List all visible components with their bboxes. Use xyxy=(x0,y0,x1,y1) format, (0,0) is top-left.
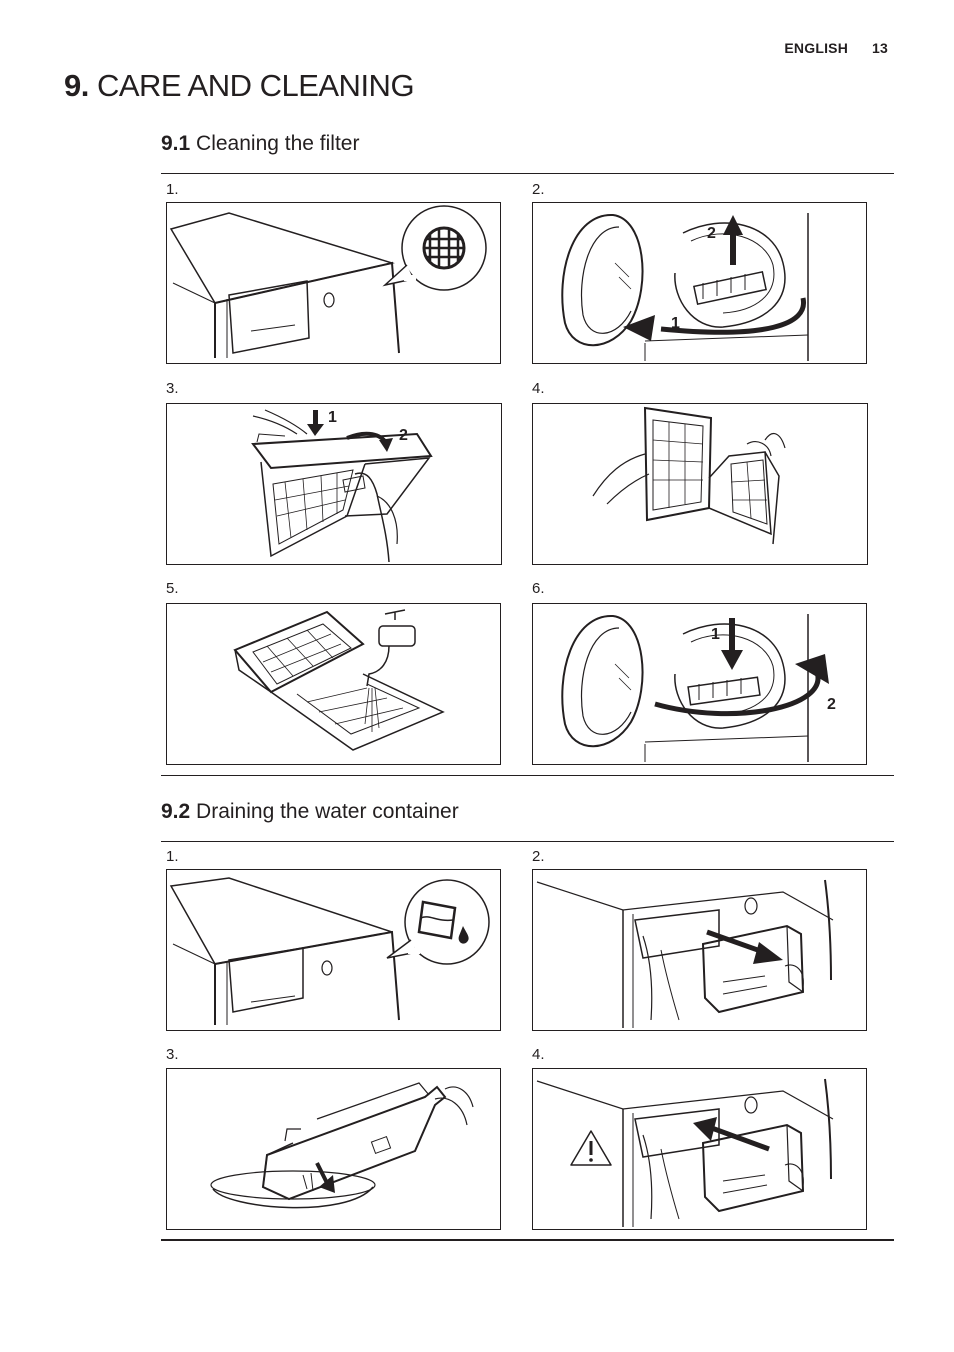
section-number: 9.2 xyxy=(161,800,191,823)
section-number: 9.1 xyxy=(161,132,191,155)
illustration-reinsert-container xyxy=(532,1068,867,1230)
water-container-icon xyxy=(386,879,490,965)
chapter-title: 9. CARE AND CLEANING xyxy=(64,68,415,104)
step-label: 1. xyxy=(166,181,179,198)
section-rule xyxy=(161,841,894,842)
page-header: ENGLISH 13 xyxy=(760,40,888,56)
step-label: 2. xyxy=(532,848,545,865)
step-label: 3. xyxy=(166,1046,179,1063)
callout-number: 1 xyxy=(711,626,720,643)
header-language: ENGLISH xyxy=(784,40,849,56)
section-title-text: Draining the water container xyxy=(196,800,459,823)
illustration-open-filter: 1 2 xyxy=(166,403,502,565)
callout-number: 2 xyxy=(827,696,836,713)
section-rule xyxy=(161,173,894,174)
illustration-clean-filter-hand xyxy=(532,403,868,565)
illustration-dryer-filter-indicator xyxy=(166,202,501,364)
callout-number: 2 xyxy=(707,225,716,242)
step-label: 6. xyxy=(532,580,545,597)
illustration-pull-container xyxy=(532,869,867,1031)
step-label: 1. xyxy=(166,848,179,865)
illustration-reinsert-filter: 1 2 xyxy=(532,603,867,765)
filter-grid-icon xyxy=(382,205,487,291)
step-label: 2. xyxy=(532,181,545,198)
step-label: 4. xyxy=(532,380,545,397)
callout-number: 2 xyxy=(399,427,408,444)
section-title-cleaning-filter: 9.1 Cleaning the filter xyxy=(161,132,359,156)
section-rule xyxy=(161,775,894,776)
illustration-remove-filter: 2 1 xyxy=(532,202,867,364)
illustration-empty-container xyxy=(166,1068,501,1230)
illustration-rinse-filter xyxy=(166,603,501,765)
header-page-number: 13 xyxy=(872,40,888,56)
illustration-dryer-water-indicator xyxy=(166,869,501,1031)
section-title-text: Cleaning the filter xyxy=(196,132,360,155)
step-label: 3. xyxy=(166,380,179,397)
section-rule-end xyxy=(161,1239,894,1241)
warning-icon xyxy=(570,1130,612,1166)
step-label: 4. xyxy=(532,1046,545,1063)
callout-number: 1 xyxy=(671,315,680,332)
chapter-number: 9. xyxy=(64,68,89,103)
chapter-title-text: CARE AND CLEANING xyxy=(96,68,415,103)
section-title-draining-water: 9.2 Draining the water container xyxy=(161,800,459,824)
callout-number: 1 xyxy=(328,409,337,426)
step-label: 5. xyxy=(166,580,179,597)
